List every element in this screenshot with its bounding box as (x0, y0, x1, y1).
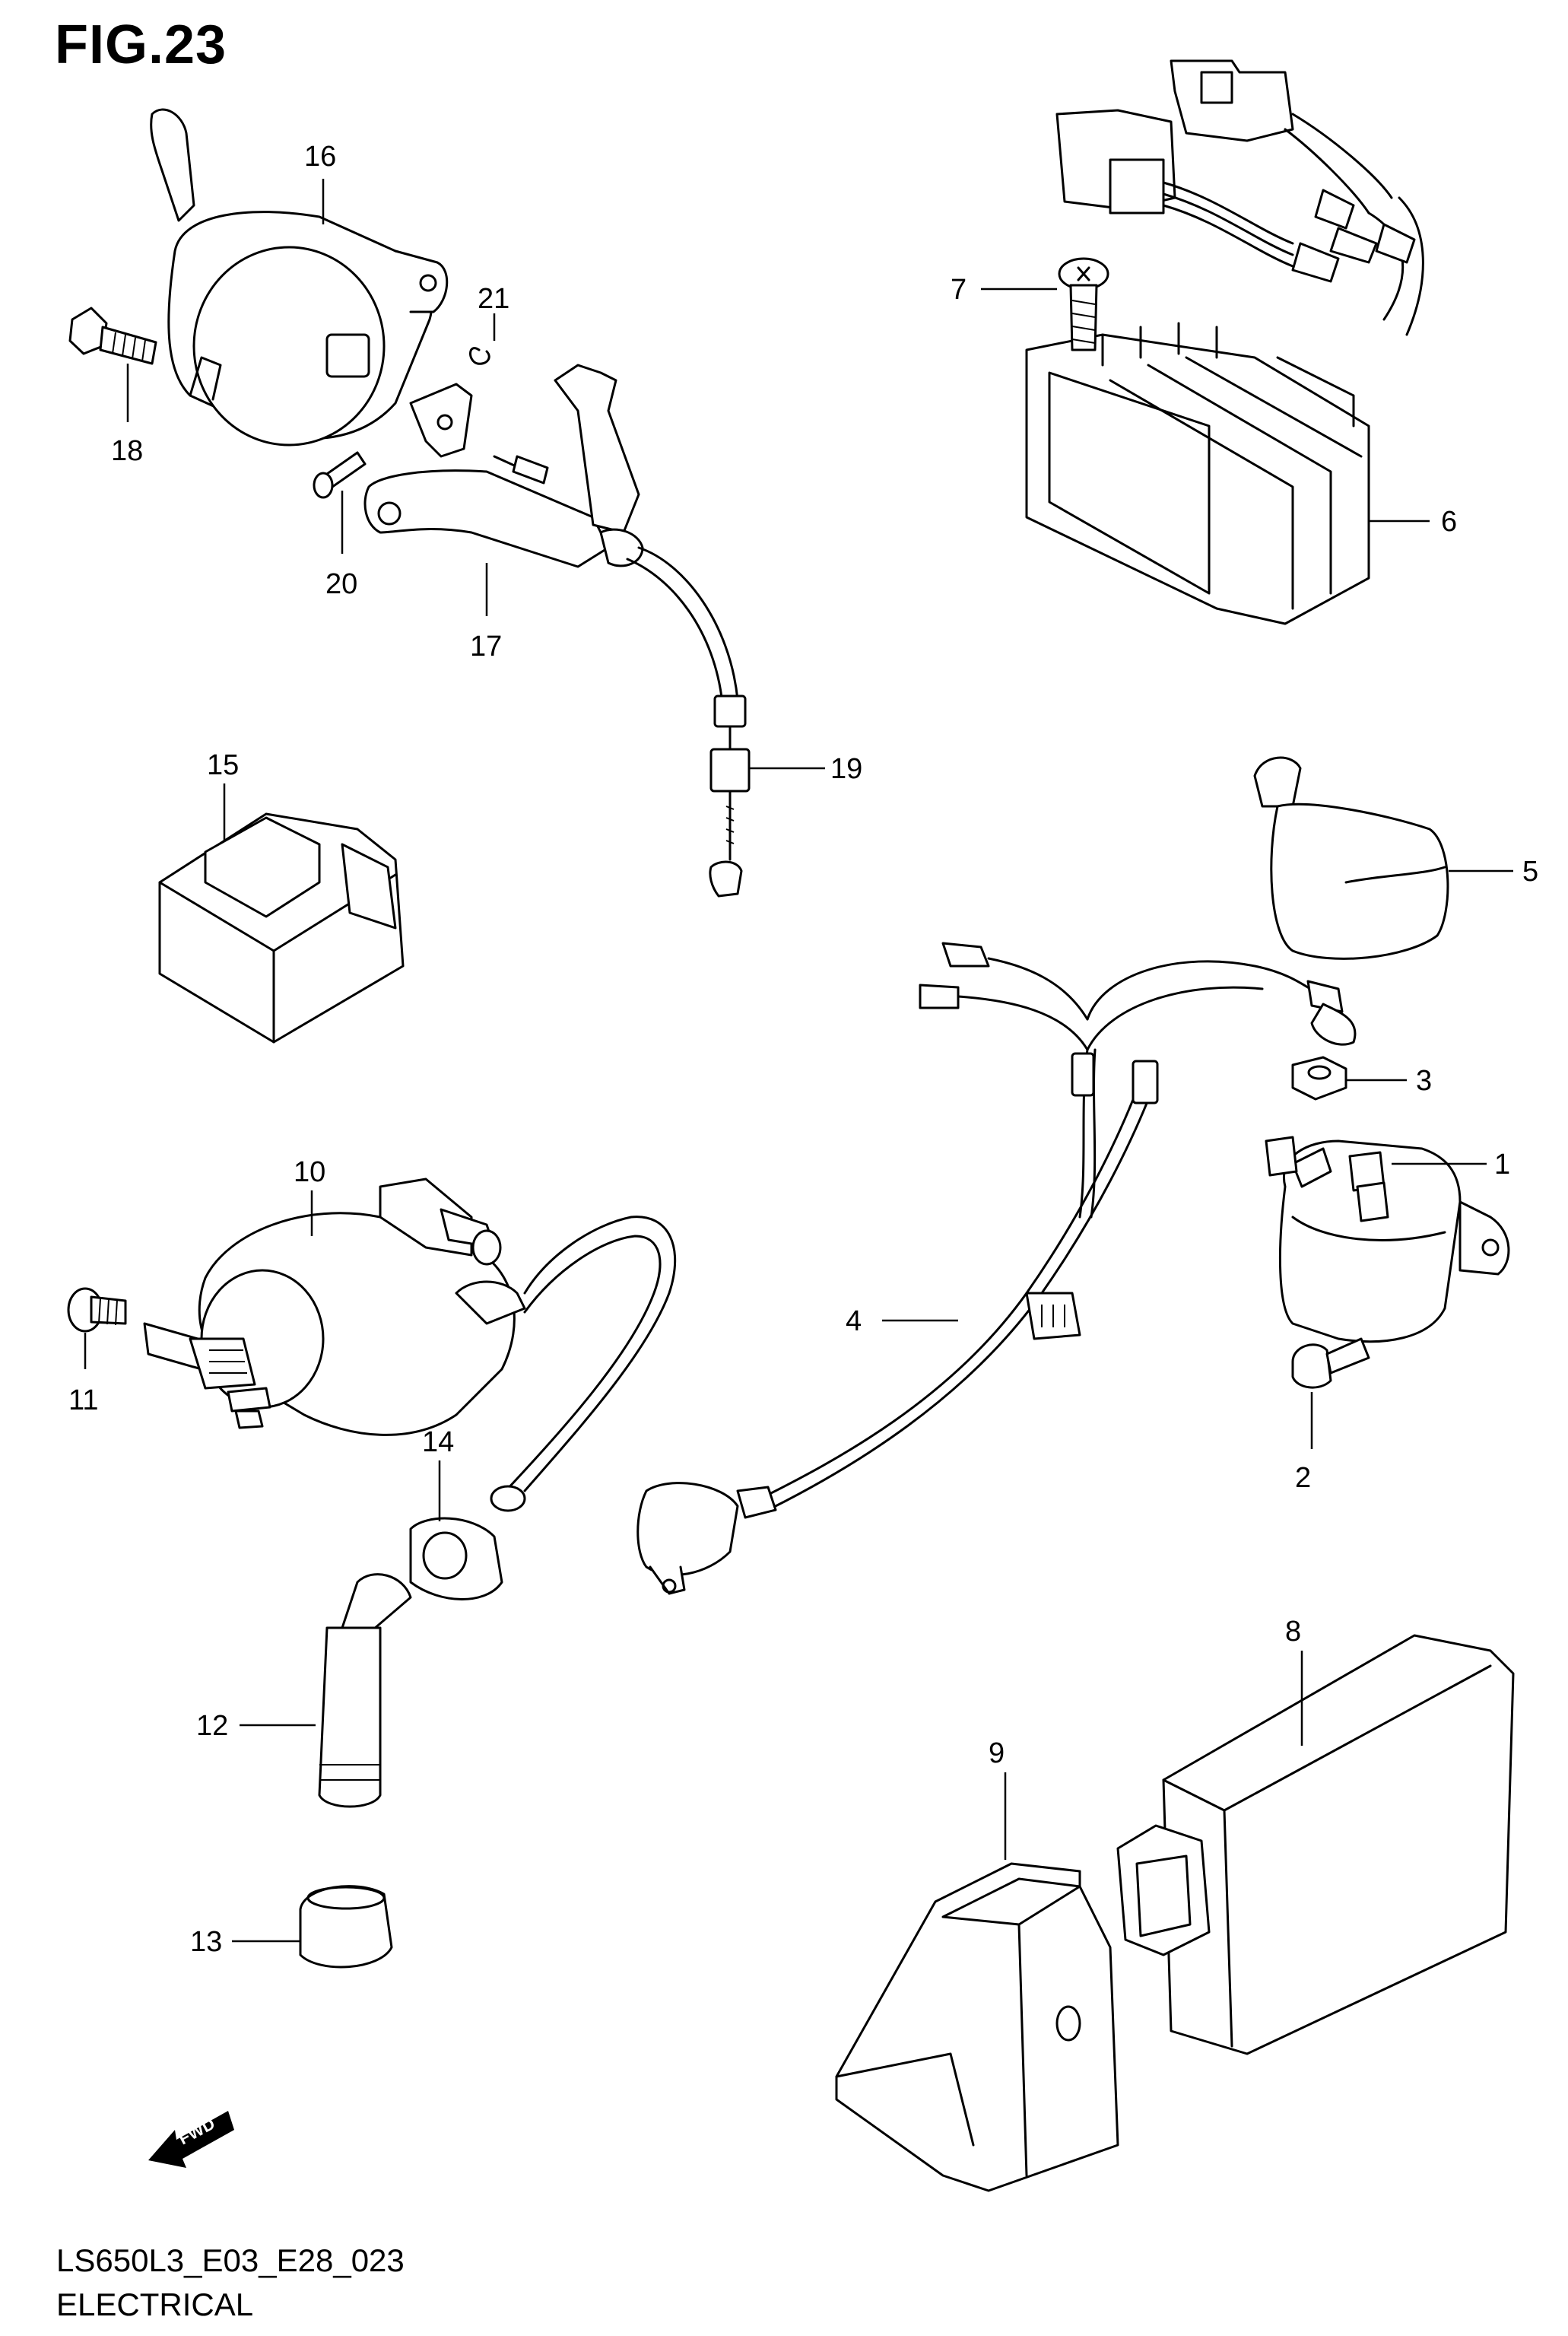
part-19-cable (493, 455, 751, 898)
part-4-harness (636, 942, 1357, 1595)
part-11-screw (67, 1287, 127, 1333)
part-18-bolt (68, 307, 157, 365)
part-17-bracket (363, 364, 644, 568)
ht-lead (490, 1216, 677, 1512)
part-12-plug-cap (318, 1573, 412, 1808)
callout-20: 20 (325, 491, 357, 600)
part-16-housing (150, 108, 449, 447)
part-6-regulator (1025, 59, 1424, 625)
callout-21-label: 21 (478, 283, 509, 315)
callout-10-label: 10 (294, 1156, 325, 1188)
fwd-arrow: FWD (148, 2111, 234, 2168)
callout-18: 18 (111, 364, 143, 467)
callout-13: 13 (190, 1926, 300, 1958)
callout-11: 11 (68, 1333, 98, 1416)
callout-18-label: 18 (111, 435, 143, 467)
callout-14: 14 (422, 1426, 454, 1521)
part-9-bracket (835, 1862, 1119, 2192)
callout-16-label: 16 (304, 141, 336, 173)
callout-17: 17 (470, 563, 502, 663)
callout-12: 12 (196, 1710, 316, 1742)
part-21-clip (469, 347, 490, 365)
callout-8-label: 8 (1285, 1616, 1301, 1648)
callout-12-label: 12 (196, 1710, 228, 1742)
callout-15: 15 (207, 749, 239, 841)
callout-17-label: 17 (470, 631, 502, 663)
section-name: ELECTRICAL (56, 2287, 254, 2322)
part-8-cdi-unit (1116, 1634, 1515, 2055)
callout-6: 6 (1369, 506, 1457, 538)
callout-20-label: 20 (325, 568, 357, 600)
callout-19: 19 (749, 753, 862, 785)
callout-1: 1 (1392, 1149, 1510, 1181)
part-5-boot (1253, 756, 1449, 960)
part-7-screw (1058, 257, 1109, 351)
callout-16: 16 (304, 141, 336, 224)
part-1-starter-relay (1265, 1136, 1510, 1343)
part-15-relay (158, 812, 405, 1044)
callout-10: 10 (294, 1156, 325, 1236)
callout-3-label: 3 (1416, 1065, 1432, 1097)
part-10-ignition-coil (143, 1178, 526, 1436)
callout-8: 8 (1285, 1616, 1303, 1746)
callout-9-label: 9 (989, 1737, 1005, 1769)
part-2-bolt (1291, 1337, 1370, 1389)
part-3-nut (1291, 1056, 1347, 1101)
callout-2: 2 (1295, 1392, 1313, 1494)
callout-6-label: 6 (1441, 506, 1457, 538)
figure-title: FIG.23 (55, 14, 227, 75)
callout-5-label: 5 (1522, 856, 1538, 888)
callout-19-label: 19 (830, 753, 862, 785)
callout-9: 9 (989, 1737, 1007, 1860)
callout-7: 7 (951, 274, 1057, 306)
callout-11-label: 11 (68, 1384, 98, 1416)
part-14-grommet (409, 1517, 503, 1600)
part-20-pin (313, 451, 367, 499)
callout-4: 4 (846, 1305, 958, 1337)
callout-3: 3 (1346, 1065, 1432, 1097)
callout-4-label: 4 (846, 1305, 862, 1337)
callout-5: 5 (1449, 856, 1538, 888)
model-code: LS650L3_E03_E28_023 (56, 2242, 405, 2278)
part-13-boot (299, 1885, 393, 1969)
callout-13-label: 13 (190, 1926, 222, 1958)
callout-21: 21 (478, 283, 509, 341)
callout-15-label: 15 (207, 749, 239, 781)
callout-14-label: 14 (422, 1426, 454, 1458)
callout-1-label: 1 (1494, 1149, 1510, 1181)
callout-2-label: 2 (1295, 1462, 1311, 1494)
callout-7-label: 7 (951, 274, 967, 306)
